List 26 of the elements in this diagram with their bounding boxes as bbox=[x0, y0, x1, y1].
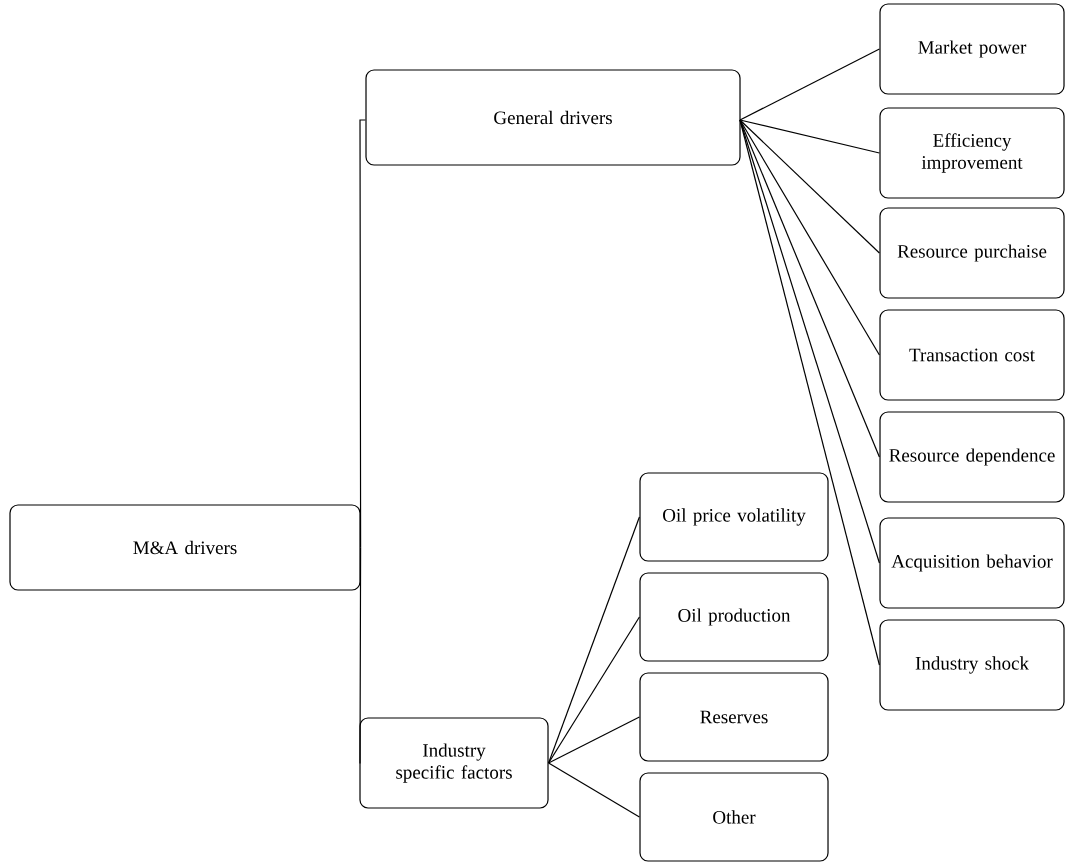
connector-line bbox=[548, 716, 640, 764]
connector-line bbox=[739, 48, 880, 121]
node-box: Resource purchaise bbox=[879, 207, 1065, 299]
connector-line bbox=[739, 119, 880, 254]
connector-line bbox=[548, 516, 640, 764]
node-box: Industry shock bbox=[879, 619, 1065, 711]
connector-line bbox=[359, 119, 366, 549]
node-box: General drivers bbox=[365, 69, 741, 166]
node-box: Transaction cost bbox=[879, 309, 1065, 401]
node-box: Efficiency improvement bbox=[879, 107, 1065, 199]
node-box: Oil production bbox=[639, 572, 829, 662]
node-box: Resource dependence bbox=[879, 411, 1065, 503]
connector-line bbox=[739, 119, 880, 154]
connector-line bbox=[358, 546, 362, 764]
node-box: Acquisition behavior bbox=[879, 517, 1065, 609]
connector-line bbox=[739, 119, 880, 458]
node-box: Reserves bbox=[639, 672, 829, 762]
node-box: M&A drivers bbox=[9, 504, 361, 591]
node-box: Market power bbox=[879, 3, 1065, 95]
node-box: Other bbox=[639, 772, 829, 862]
connector-line bbox=[548, 616, 640, 764]
connector-line bbox=[739, 119, 880, 666]
node-box: Oil price volatility bbox=[639, 472, 829, 562]
connector-line bbox=[548, 762, 640, 818]
node-box: Industry specific factors bbox=[359, 717, 549, 809]
connector-line bbox=[739, 119, 880, 356]
